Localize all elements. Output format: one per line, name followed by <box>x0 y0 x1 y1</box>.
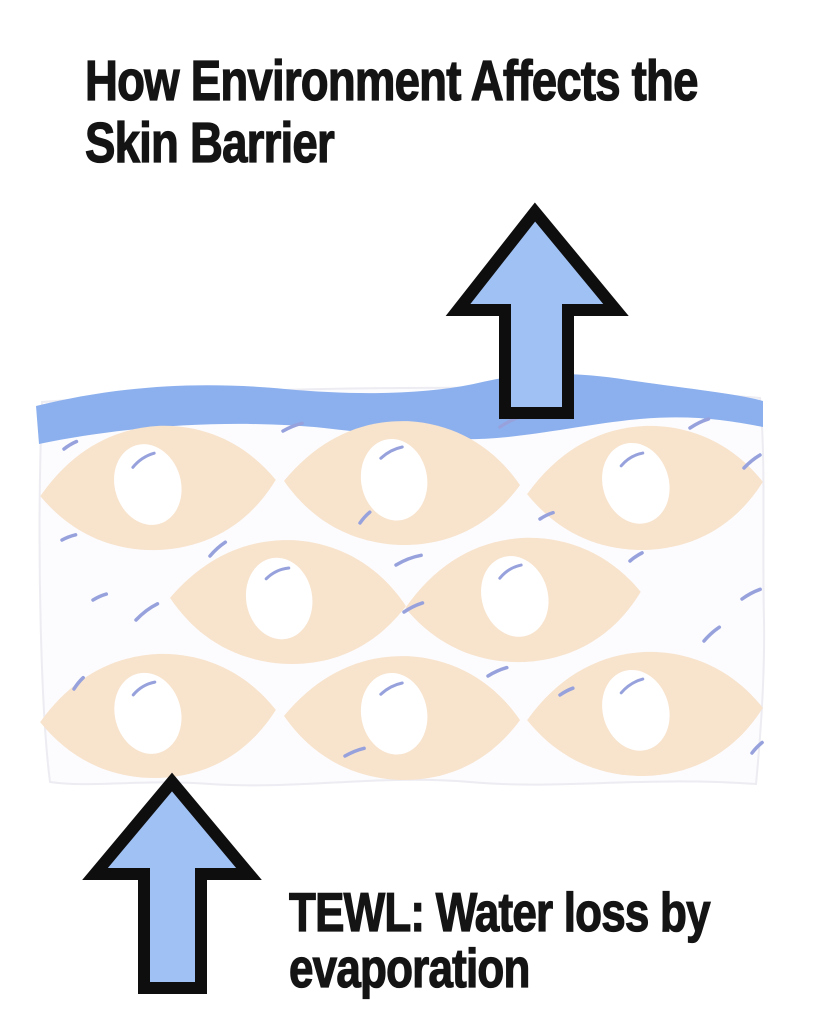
skin-cell <box>527 651 763 777</box>
skin-cell <box>170 540 406 665</box>
page-title-line2: Skin Barrier <box>84 111 335 175</box>
matrix-dash <box>134 602 160 622</box>
nucleus-highlight-dash <box>619 451 645 468</box>
cell-nucleus <box>245 557 313 640</box>
matrix-dash <box>538 510 555 521</box>
cell-nucleus <box>481 556 549 637</box>
tewl-caption-line2: evaporation <box>288 937 530 999</box>
matrix-dash <box>740 587 762 601</box>
matrix-dash <box>62 439 79 451</box>
page-title: How Environment Affects the Skin Barrier <box>84 49 698 175</box>
matrix-dash <box>688 417 711 430</box>
skin-cell <box>284 421 520 545</box>
skin-cell <box>405 537 641 663</box>
matrix-dash <box>281 421 304 433</box>
nucleus-highlight-dash <box>131 680 157 697</box>
page-title-line1: How Environment Affects the <box>84 49 698 113</box>
cell-nucleus <box>602 669 670 751</box>
cell-nucleus <box>360 672 428 755</box>
tewl-up-arrow-bottom <box>82 772 262 994</box>
skin-surface-wave <box>36 373 763 444</box>
skin-cell <box>284 656 520 780</box>
tewl-caption-line1: TEWL: Water loss by <box>288 881 711 943</box>
nucleus-highlight-dash <box>264 566 291 581</box>
matrix-dash <box>343 746 366 758</box>
nucleus-highlight-dash <box>131 451 156 469</box>
matrix-dash <box>742 453 762 470</box>
cell-nucleus <box>114 672 182 754</box>
cell-nucleus <box>602 442 670 524</box>
tewl-up-arrow-top <box>445 202 629 419</box>
cell-nucleus <box>360 438 428 521</box>
matrix-dash <box>60 533 78 542</box>
nucleus-highlight-dash <box>379 445 404 460</box>
matrix-dash <box>402 601 425 614</box>
skin-cells <box>40 421 763 780</box>
nucleus-highlight-dash <box>619 677 645 695</box>
tewl-caption: TEWL: Water loss by evaporation <box>288 881 711 999</box>
matrix-dash <box>208 540 228 558</box>
matrix-dash <box>394 553 423 567</box>
skin-cell <box>40 653 276 779</box>
skin-cell <box>527 425 763 551</box>
matrix-dash <box>72 675 85 691</box>
matrix-dash <box>558 686 575 697</box>
skin-cell <box>40 425 276 551</box>
matrix-dash <box>358 510 372 525</box>
matrix-dash <box>628 551 644 563</box>
matrix-dash <box>702 625 722 643</box>
matrix-dash <box>91 592 109 602</box>
nucleus-highlight-dash <box>379 681 404 696</box>
cell-nucleus <box>114 444 182 525</box>
matrix-dash <box>750 740 764 755</box>
nucleus-highlight-dash <box>498 563 523 580</box>
matrix-dash <box>486 665 509 678</box>
